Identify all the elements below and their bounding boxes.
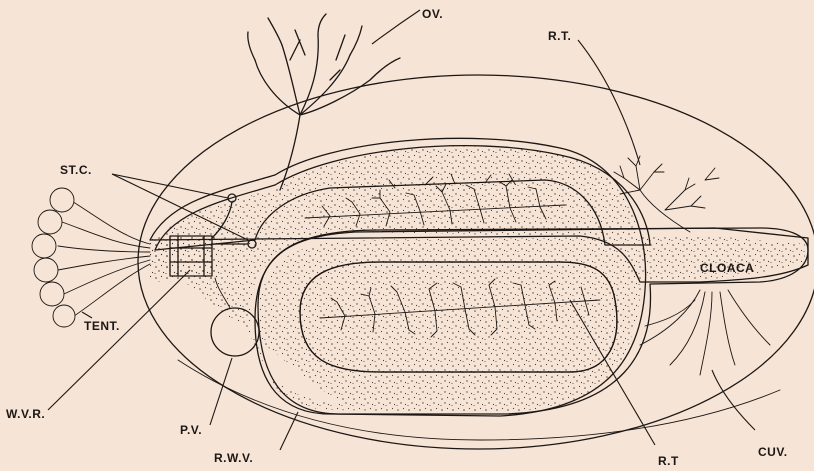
label-wvr: W.V.R. bbox=[6, 407, 45, 421]
leader-ov bbox=[372, 10, 420, 44]
intestine-loop bbox=[150, 138, 808, 416]
label-cloaca: CLOACA bbox=[700, 261, 754, 275]
label-rwv: R.W.V. bbox=[214, 451, 253, 465]
label-tent: TENT. bbox=[84, 319, 120, 333]
label-stc: ST.C. bbox=[60, 163, 92, 177]
leader-tent bbox=[82, 312, 92, 318]
leader-pv bbox=[210, 358, 232, 425]
label-rt-top: R.T. bbox=[548, 29, 571, 43]
label-pv: P.V. bbox=[180, 423, 202, 437]
leader-stc-a bbox=[112, 174, 228, 198]
tentacles bbox=[32, 188, 150, 327]
label-ov: OV. bbox=[422, 7, 443, 21]
cuvierian-tubules bbox=[640, 290, 770, 375]
leader-rt-top bbox=[578, 40, 640, 165]
label-rt-bottom: R.T bbox=[658, 454, 679, 468]
leader-cuv bbox=[712, 370, 755, 430]
label-cuv: CUV. bbox=[758, 445, 788, 459]
